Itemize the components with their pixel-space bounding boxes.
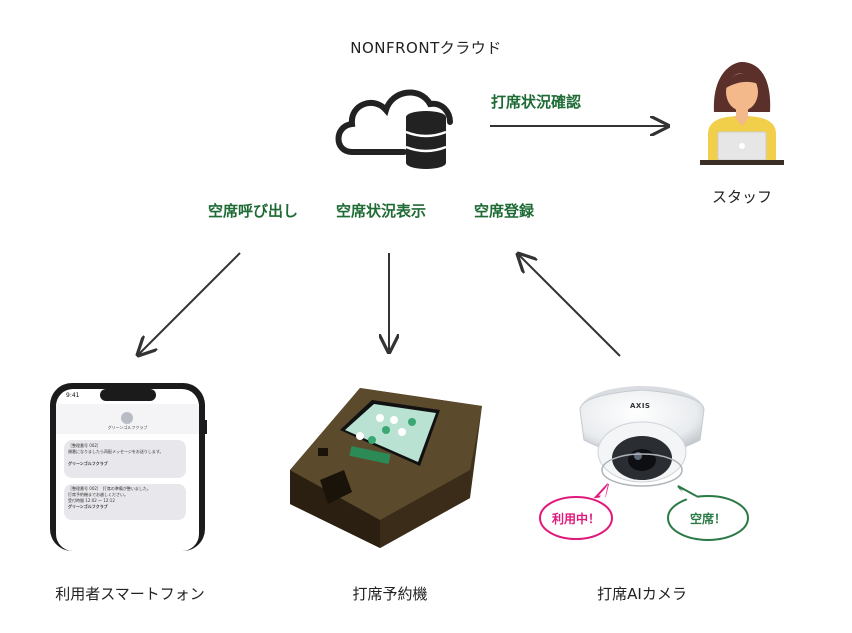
phone-msg2-line2: 打席予約機までお越しください。 [68,492,128,497]
phone-msg2-line3: 受付時間 12:02 〜 12:12 [68,498,115,503]
flow-label-check-status: 打席状況確認 [491,93,582,111]
phone-sender: グリーンゴルフクラブ [107,425,148,430]
smartphone-icon [50,383,207,551]
bubble-vacant: 空席！ [689,512,726,526]
arrow-to-smartphone [138,252,241,355]
bubble-in-use: 利用中！ [551,512,600,526]
phone-message-1: ［整理番号 002］ 順番になりましたら再配メッセージをお送りします。 グリーン… [68,443,184,467]
diagram-title: NONFRONTクラウド [350,39,502,57]
bubble-vacant-shape [667,485,749,541]
phone-msg2-sign: グリーンゴルフクラブ [68,504,108,509]
flow-label-call-vacancy: 空席呼び出し [208,202,299,220]
arrow-from-camera [518,254,621,357]
staff-icon [700,62,784,165]
phone-time: 9:41 [66,392,80,399]
camera-brand-logo: AXIS [630,402,651,410]
phone-msg2-line1: ［整理番号 002］ 打席の準備が整いました。 [68,486,151,491]
cloud-database-icon [335,89,453,169]
phone-msg1-line2: 順番になりましたら再配メッセージをお送りします。 [68,449,164,454]
node-label-staff: スタッフ [711,188,772,206]
phone-message-2: ［整理番号 002］ 打席の準備が整いました。 打席予約機までお越しください。 … [68,486,184,510]
bubble-in-use-shape [539,483,613,540]
flow-label-register-vacancy: 空席登録 [474,202,535,220]
node-label-kiosk: 打席予約機 [352,585,428,603]
phone-msg1-line1: ［整理番号 002］ [68,443,101,448]
flow-label-display-status: 空席状況表示 [336,202,427,220]
node-label-camera: 打席AIカメラ [597,585,687,603]
kiosk-icon [290,388,482,548]
phone-msg1-sign: グリーンゴルフクラブ [68,461,108,466]
dome-camera-icon [579,386,705,487]
node-label-smartphone: 利用者スマートフォン [55,585,205,603]
